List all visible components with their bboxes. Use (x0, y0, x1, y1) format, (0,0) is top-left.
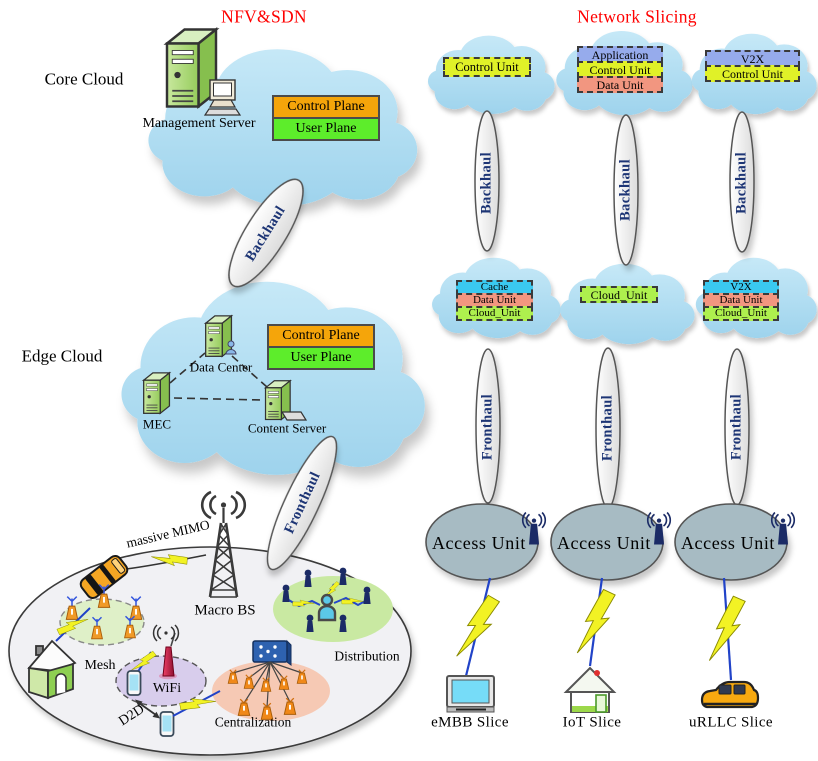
access-unit-ellipse-1 (425, 503, 547, 581)
slice1-edge-units: Cache Data Unit Cloud_Unit (456, 280, 533, 321)
slice-label-2: IoT Slice (562, 714, 622, 731)
lightning-icon (708, 593, 747, 665)
slice3-core-units: V2X Control Unit (705, 50, 800, 82)
car-icon (700, 680, 760, 709)
macro-bs-label: Macro BS (194, 602, 256, 619)
access-unit-label-2: Access Unit (556, 533, 652, 553)
slice2-edge-cloud (560, 263, 695, 345)
macro-bs-tower-icon (200, 490, 247, 598)
dashed-links-edge (169, 352, 268, 401)
monitor-icon (446, 675, 495, 713)
unit-box: Control Unit (443, 57, 531, 77)
backhaul-link-left (228, 178, 304, 288)
core-user-plane: User Plane (272, 117, 380, 141)
radio-access-area (8, 490, 412, 756)
unit-box: Control Unit (705, 65, 800, 82)
lightning-icon (456, 590, 501, 664)
mesh-area (59, 598, 145, 646)
wifi-label: WiFi (152, 681, 182, 696)
unit-box: Cloud_Unit (580, 286, 658, 303)
unit-box: Cloud_Unit (456, 306, 533, 321)
person-icon (317, 593, 337, 622)
phone-icon (126, 670, 142, 696)
data-center-label: Data Center (189, 359, 253, 375)
edge-control-plane: Control Plane (267, 324, 375, 348)
slice3-edge-units: V2X Data Unit Cloud_Unit (703, 280, 779, 321)
content-server-label: Content Server (247, 420, 327, 436)
mesh-house-icon (27, 639, 77, 700)
content-server-icon (264, 380, 308, 421)
vehicle-icon (79, 554, 129, 600)
access-unit-label-1: Access Unit (431, 533, 527, 553)
unit-box: Data Unit (577, 76, 663, 93)
nfv-sdn-title: NFV&SDN (221, 6, 307, 27)
fronthaul-label-1: Fronthaul (479, 393, 496, 461)
backhaul-link-3 (729, 111, 755, 253)
access-unit-label-3: Access Unit (680, 533, 776, 553)
slice2-core-units: Application Control Unit Data Unit (577, 46, 663, 93)
access-unit-ellipse-2 (550, 503, 672, 581)
lightning-icon (576, 586, 617, 658)
mec-server-icon (143, 372, 171, 414)
slice1-core-units: Control Unit (443, 57, 531, 77)
house-icon (563, 666, 617, 713)
fronthaul-label-2: Fronthaul (599, 394, 616, 462)
backhaul-label-1: Backhaul (478, 151, 495, 215)
backhaul-link-1 (474, 110, 500, 252)
management-server-label: Management Server (142, 116, 256, 131)
centralization-label: Centralization (214, 714, 292, 730)
bbu-panel-icon (252, 639, 292, 666)
backhaul-link-2 (613, 114, 639, 266)
fronthaul-label-3: Fronthaul (728, 393, 745, 461)
management-server-icon (165, 28, 242, 116)
unit-box: Control Unit (577, 61, 663, 78)
edge-user-plane: User Plane (267, 346, 375, 370)
network-slicing-title: Network Slicing (577, 6, 697, 27)
massive-mimo-link (125, 554, 207, 570)
core-control-plane: Control Plane (272, 95, 380, 119)
wifi-router-icon (152, 624, 180, 680)
backhaul-label-2: Backhaul (617, 158, 634, 222)
data-center-icon (205, 315, 237, 357)
fronthaul-link-left (266, 435, 338, 571)
fronthaul-link-1 (475, 348, 501, 504)
unit-box: Cloud_Unit (703, 306, 779, 321)
slice2-edge-units: Cloud_Unit (580, 286, 658, 303)
slice-label-3: uRLLC Slice (689, 714, 773, 731)
edge-cloud-label: Edge Cloud (21, 346, 103, 366)
backhaul-label-3: Backhaul (733, 151, 750, 215)
slice-label-1: eMBB Slice (431, 714, 509, 731)
phone-icon (159, 711, 175, 737)
d2d-arrow-icon (135, 699, 160, 719)
mesh-label: Mesh (84, 658, 116, 673)
core-cloud-label: Core Cloud (44, 69, 124, 89)
access-unit-ellipse-3 (674, 503, 796, 581)
mec-label: MEC (142, 416, 172, 432)
distribution-label: Distribution (334, 648, 400, 664)
